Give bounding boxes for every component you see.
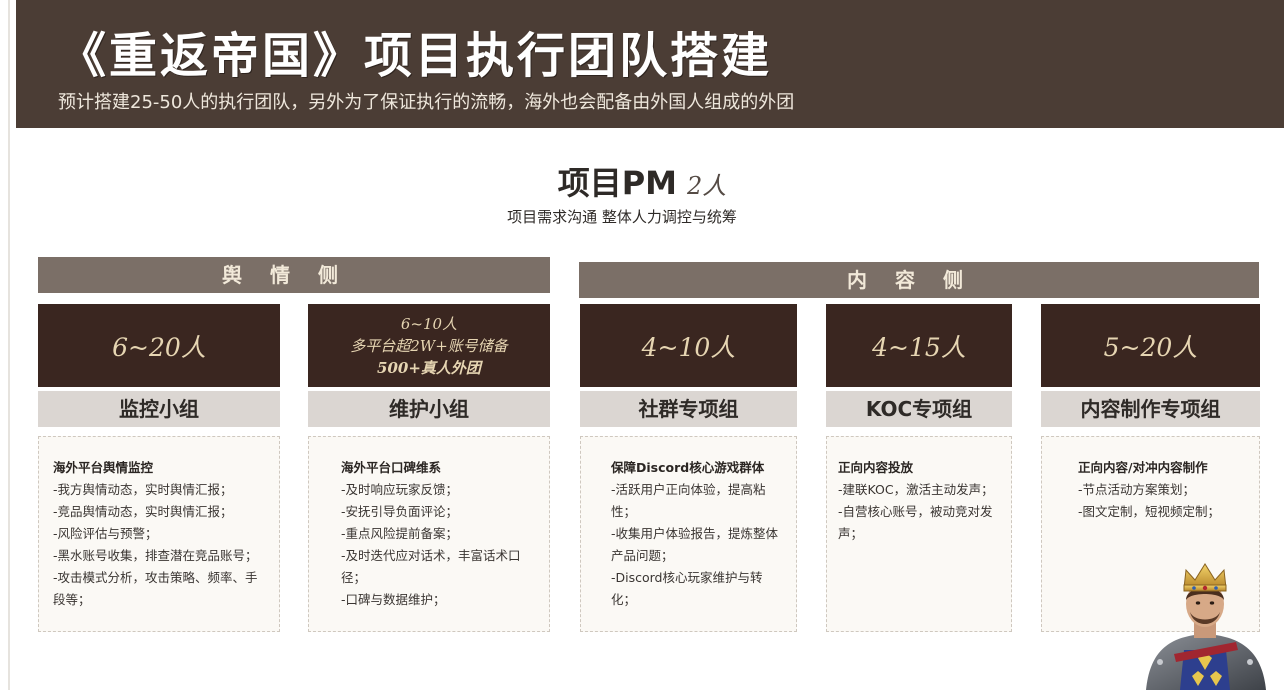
list-item: -及时响应玩家反馈； <box>341 482 459 497</box>
section-content: 内容侧 <box>579 262 1259 298</box>
group-count-community: 4~10人 <box>580 304 797 387</box>
crowned-knight-icon <box>1140 558 1270 690</box>
group-detail-heading: 保障Discord核心游戏群体 <box>611 460 765 475</box>
group-name-maintenance: 维护小组 <box>308 391 550 427</box>
group-count-text: 6~20人 <box>112 332 206 362</box>
page-title: 《重返帝国》项目执行团队搭建 <box>58 28 773 84</box>
group-name-content-production: 内容制作专项组 <box>1041 391 1260 427</box>
group-name-monitor: 监控小组 <box>38 391 280 427</box>
list-item: -口碑与数据维护； <box>341 592 446 607</box>
list-item: -建联KOC，激活主动发声； <box>838 482 994 497</box>
page-left-rule <box>8 0 10 690</box>
group-detail-maintenance: 海外平台口碑维系 -及时响应玩家反馈； -安抚引导负面评论； -重点风险提前备案… <box>308 436 550 632</box>
list-item: -自营核心账号，被动竞对发声； <box>838 504 993 541</box>
group-count-koc: 4~15人 <box>826 304 1012 387</box>
group-count-line: 6~10人 <box>400 314 458 333</box>
list-item: -收集用户体验报告，提炼整体产品问题； <box>611 526 779 563</box>
group-detail-heading: 海外平台舆情监控 <box>53 460 154 475</box>
list-item: -风险评估与预警； <box>53 526 158 541</box>
group-name-community: 社群专项组 <box>580 391 797 427</box>
list-item: -黑水账号收集，排查潜在竞品账号； <box>53 548 258 563</box>
pm-heading: 项目PM 2人 <box>0 158 1284 204</box>
group-count-line: 多平台超2W+账号储备 <box>350 336 508 355</box>
list-item: -Discord核心玩家维护与转化； <box>611 570 763 607</box>
list-item: -及时迭代应对话术，丰富话术口径； <box>341 548 521 585</box>
group-count-maintenance: 6~10人 多平台超2W+账号储备 500+真人外团 <box>308 304 550 387</box>
list-item: -节点活动方案策划； <box>1078 482 1196 497</box>
group-detail-koc: 正向内容投放 -建联KOC，激活主动发声； -自营核心账号，被动竞对发声； <box>826 436 1012 632</box>
list-item: -安抚引导负面评论； <box>341 504 459 519</box>
pm-description: 项目需求沟通 整体人力调控与统筹 <box>507 208 737 226</box>
section-public-opinion: 舆情侧 <box>38 257 550 293</box>
list-item: -图文定制，短视频定制； <box>1078 504 1221 519</box>
group-count-text: 5~20人 <box>1103 332 1198 362</box>
pm-count: 2人 <box>687 172 727 200</box>
list-item: -我方舆情动态，实时舆情汇报； <box>53 482 233 497</box>
pm-title: 项目PM <box>557 164 678 202</box>
group-detail-community: 保障Discord核心游戏群体 -活跃用户正向体验，提高粘性； -收集用户体验报… <box>580 436 797 632</box>
list-item: -活跃用户正向体验，提高粘性； <box>611 482 766 519</box>
group-count-monitor: 6~20人 <box>38 304 280 387</box>
list-item: -重点风险提前备案； <box>341 526 459 541</box>
group-detail-monitor: 海外平台舆情监控 -我方舆情动态，实时舆情汇报； -竞品舆情动态，实时舆情汇报；… <box>38 436 280 632</box>
group-detail-heading: 海外平台口碑维系 <box>341 460 442 475</box>
page-subtitle: 预计搭建25-50人的执行团队，另外为了保证执行的流畅，海外也会配备由外国人组成… <box>58 92 795 113</box>
group-name-koc: KOC专项组 <box>826 391 1012 427</box>
list-item: -竞品舆情动态，实时舆情汇报； <box>53 504 233 519</box>
group-count-line: 500+真人外团 <box>377 358 481 377</box>
group-count-text: 4~15人 <box>872 332 966 362</box>
group-count-content-production: 5~20人 <box>1041 304 1260 387</box>
list-item: -攻击模式分析，攻击策略、频率、手段等； <box>53 570 258 607</box>
group-detail-heading: 正向内容投放 <box>838 460 914 475</box>
group-detail-content-production: 正向内容/对冲内容制作 -节点活动方案策划； -图文定制，短视频定制； <box>1041 436 1260 632</box>
header-banner: 《重返帝国》项目执行团队搭建 预计搭建25-50人的执行团队，另外为了保证执行的… <box>16 0 1284 128</box>
group-detail-heading: 正向内容/对冲内容制作 <box>1078 460 1208 475</box>
group-count-text: 4~10人 <box>641 332 736 362</box>
